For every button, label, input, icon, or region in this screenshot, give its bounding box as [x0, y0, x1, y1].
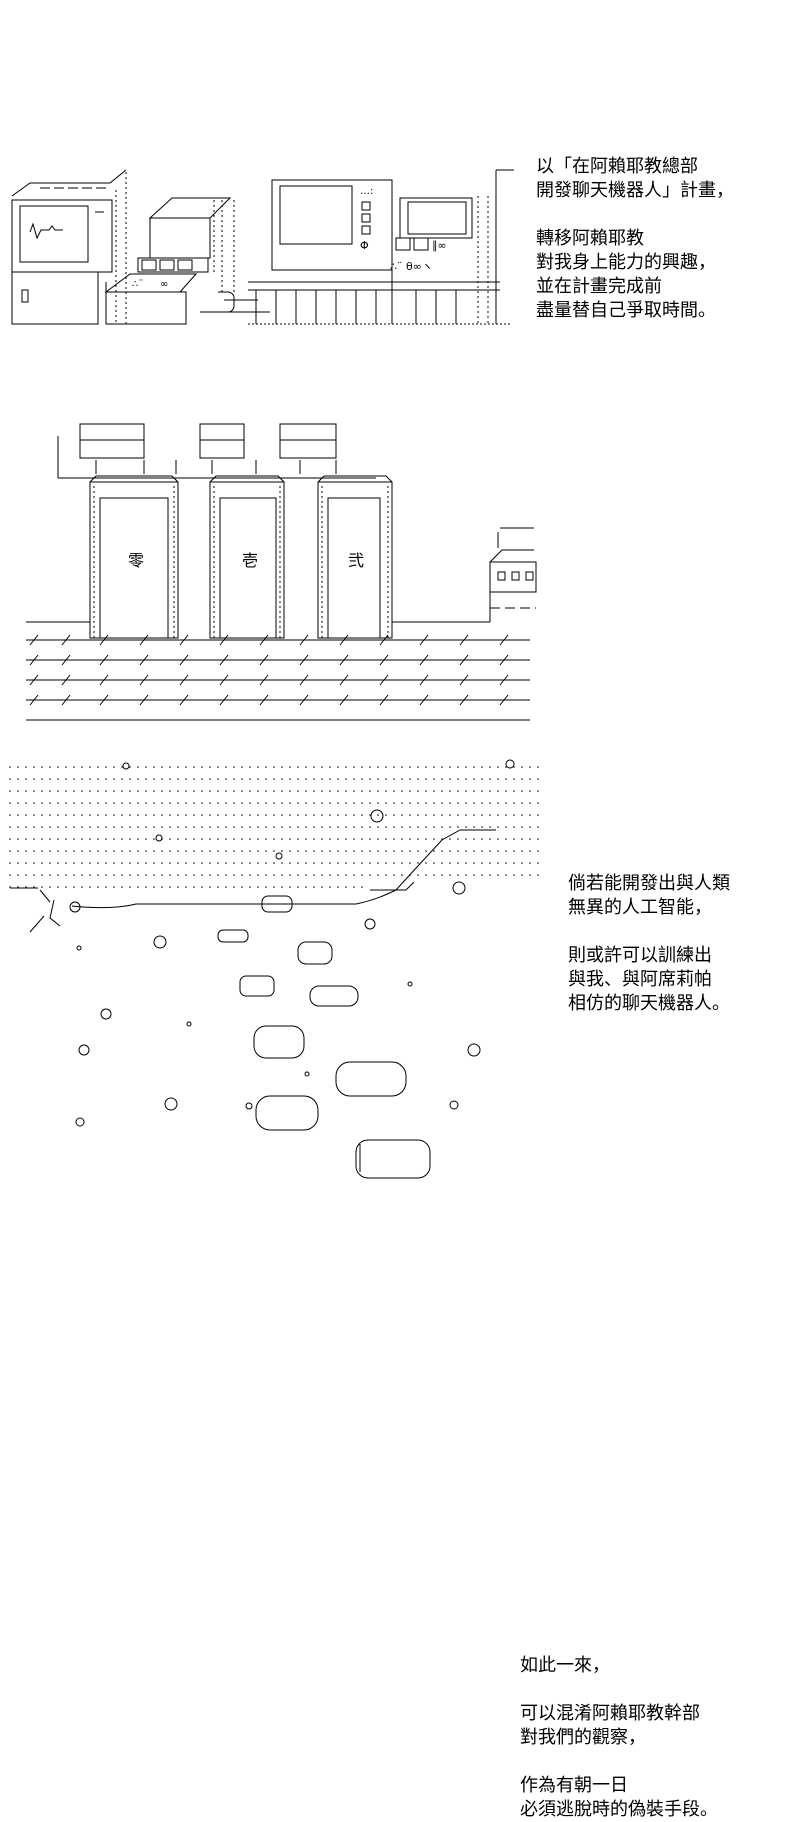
panel-computer-room: ∴¨ ∞ …: Φ ∥∞ ∴¨ θ∞ヽ	[0, 0, 800, 360]
dotted-ceiling	[8, 756, 544, 933]
machine-label-one: 壱	[242, 551, 258, 570]
panel-three-machines: 零 壱 弐	[0, 360, 800, 1014]
machine-label-two: 弐	[348, 551, 364, 570]
cabinet-one	[209, 475, 285, 639]
computer-lab-illustration: ∴¨ ∞ …: Φ ∥∞ ∴¨ θ∞ヽ	[11, 169, 514, 325]
machine-label-zero: 零	[128, 551, 144, 570]
cabinet-zero	[89, 475, 179, 639]
terminal-unit: ∴¨ ∞	[104, 197, 235, 325]
small-console	[392, 527, 537, 623]
crt-monitor-unit	[11, 169, 186, 325]
hopper-units	[57, 423, 376, 479]
svg-text:Φ: Φ	[360, 239, 369, 252]
svg-text:∞: ∞	[160, 279, 168, 290]
svg-text:∴¨: ∴¨	[132, 279, 143, 290]
cabinet-two	[317, 475, 393, 639]
tiled-floor	[26, 621, 530, 721]
svg-text:∴¨ θ∞ヽ: ∴¨ θ∞ヽ	[390, 260, 433, 273]
panel-floating-capsules: 如此一來， 可以混淆阿賴耶教幹部 對我們的觀察， 作為有朝一日 必須逃脫時的偽裝…	[0, 740, 800, 1820]
floating-bubbles	[69, 759, 515, 1127]
mainframe-unit: …: Φ ∥∞ ∴¨ θ∞ヽ	[200, 169, 514, 325]
floating-capsules	[217, 895, 431, 1179]
server-cabinets-illustration: 零 壱 弐	[26, 423, 537, 721]
panel-2-caption: 倘若能開發出與人類 無異的人工智能， 則或許可以訓練出 與我、與阿席莉帕 相仿的…	[568, 873, 730, 1014]
svg-text:∥∞: ∥∞	[432, 239, 447, 252]
capsule-field-illustration	[8, 756, 544, 1179]
panel-1-caption: 以「在阿賴耶教總部 開發聊天機器人」計畫， 轉移阿賴耶教 對我身上能力的興趣， …	[536, 156, 734, 321]
panel-3-caption: 如此一來， 可以混淆阿賴耶教幹部 對我們的觀察， 作為有朝一日 必須逃脫時的偽裝…	[520, 1655, 718, 1820]
svg-text:…:: …:	[360, 186, 373, 197]
